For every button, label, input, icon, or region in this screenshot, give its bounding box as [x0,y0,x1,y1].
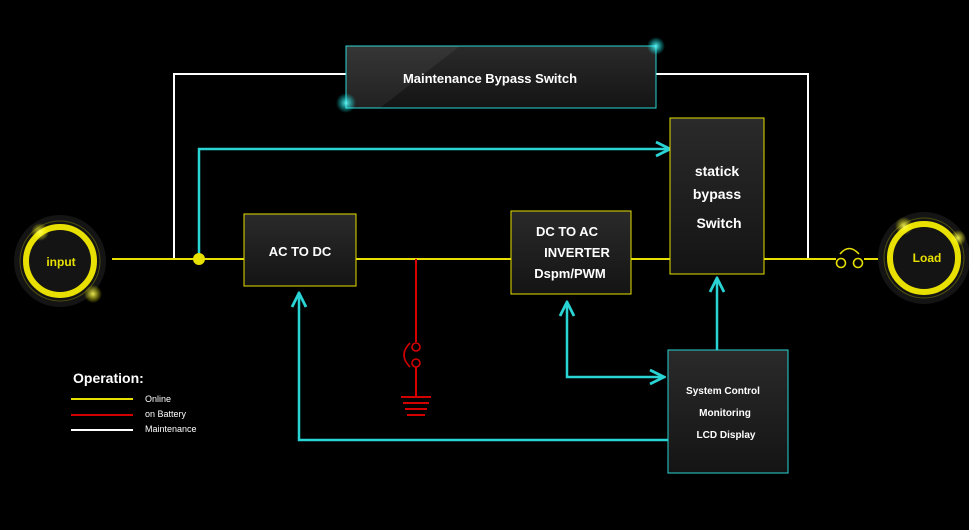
static-bypass-switch-box: statick bypass Switch [669,117,765,275]
junction-dot [193,253,205,265]
battery-icon [401,259,431,416]
bypass-feed-line [197,149,670,258]
maintenance-bypass-switch-box: Maintenance Bypass Switch [336,37,665,113]
control-inverter-line [567,302,664,377]
inverter-label-line-1: DC TO AC [536,224,599,239]
static-bypass-label-line-3: Switch [696,215,741,231]
control-to-rectifier-line [299,293,668,442]
legend-battery-label: on Battery [145,409,187,419]
input-node: input [14,215,106,307]
legend-title: Operation: [73,370,144,386]
load-label: Load [913,251,942,265]
legend-maintenance-label: Maintenance [145,424,197,434]
ac-to-dc-label: AC TO DC [269,244,332,259]
static-bypass-label-line-2: bypass [693,186,741,202]
legend-online-label: Online [145,394,172,404]
system-control-label-line-3: LCD Display [697,430,756,441]
maintenance-line [173,73,346,258]
maintenance-bypass-switch-label: Maintenance Bypass Switch [403,71,577,86]
output-switch-icon [835,247,864,269]
system-control-label-line-2: Monitoring [699,408,751,419]
inverter-label-line-2: INVERTER [544,245,610,260]
input-label: input [46,255,75,269]
system-control-label-line-1: System Control [686,386,760,397]
inverter-label-line-3: Dspm/PWM [534,266,606,281]
maintenance-line-right [656,73,809,258]
load-node: Load [878,212,969,304]
ac-to-dc-box: AC TO DC [243,213,357,287]
inverter-box: DC TO AC INVERTER Dspm/PWM [510,210,632,295]
static-bypass-label-line-1: statick [695,163,740,179]
system-control-box: System Control Monitoring LCD Display [667,349,789,474]
